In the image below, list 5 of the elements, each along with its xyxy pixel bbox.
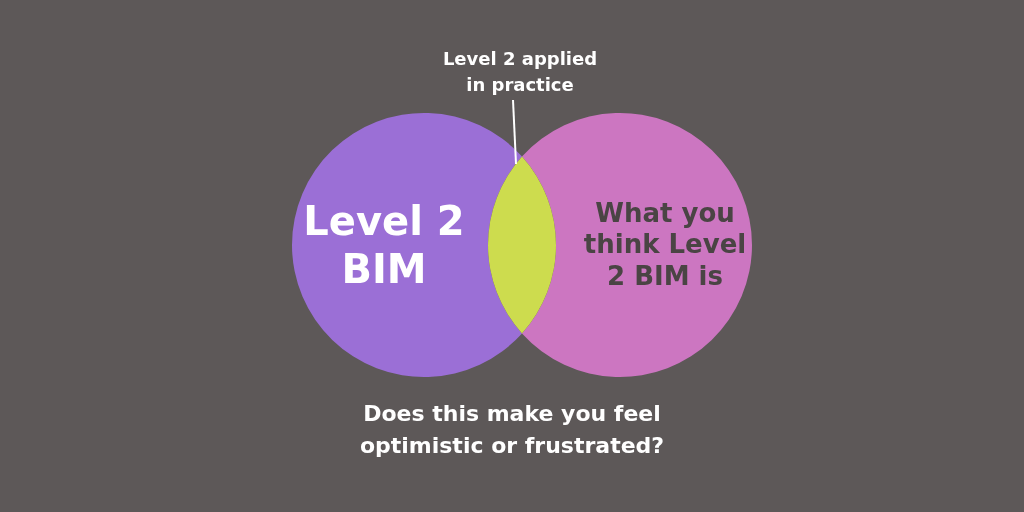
circle-label: Level 2 BIM: [302, 197, 466, 293]
overlap-region: [488, 156, 556, 334]
callout-text: Level 2 applied in practice: [435, 46, 605, 98]
circle-label: What you think Level 2 BIM is: [582, 198, 748, 292]
caption: Does this make you feel optimistic or frustrated?: [358, 400, 666, 460]
